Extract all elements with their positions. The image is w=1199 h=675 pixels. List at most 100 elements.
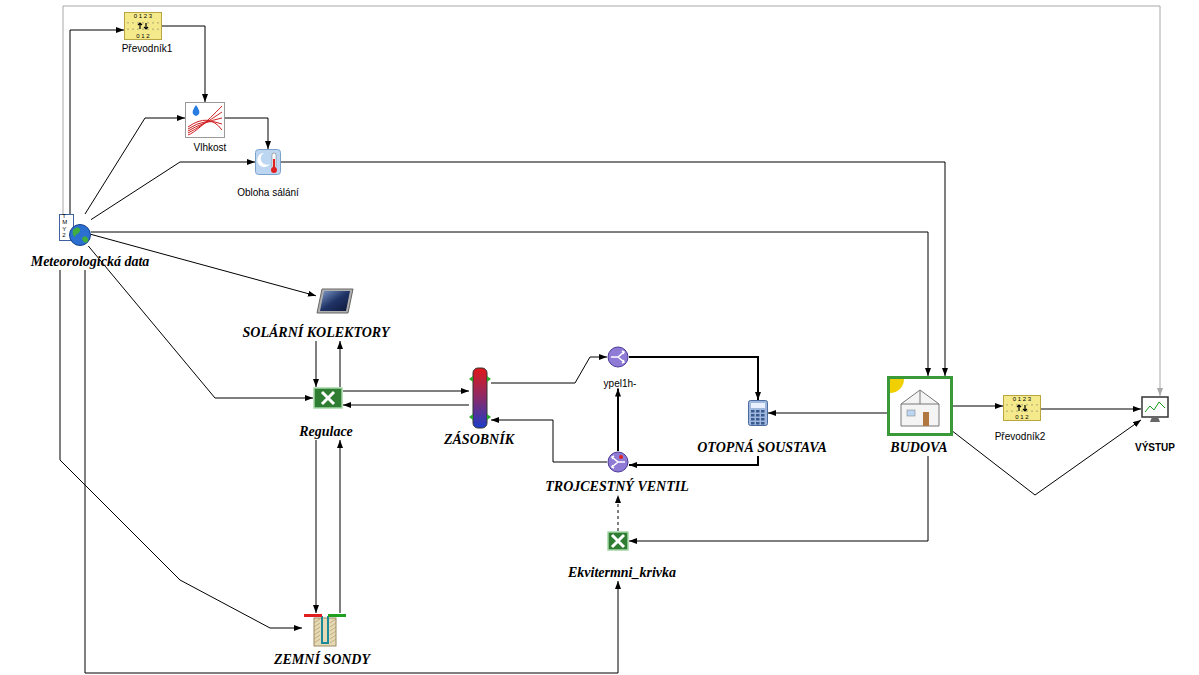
signal-connector: [953, 420, 1141, 495]
signal-connector: [70, 30, 124, 214]
soil-hatch: [330, 619, 336, 623]
ruler-tick: [1037, 404, 1038, 406]
component-label: VÝSTUP: [1135, 442, 1175, 453]
scale-digits: 0 1 2: [1015, 414, 1028, 420]
scale-digits: 0 1 2 3: [134, 13, 152, 19]
monitor-component: VÝSTUP: [1141, 396, 1169, 424]
psychro-curve: [188, 118, 222, 131]
ruler-tick: [143, 29, 144, 31]
sky-component: Obloha sálání: [255, 149, 281, 175]
component-icon: [469, 367, 491, 429]
globe: [70, 225, 91, 246]
component-label: ZÁSOBNÍK: [444, 432, 514, 448]
screen: [1142, 397, 1168, 417]
ruler-tick: [1022, 411, 1023, 413]
component-icon: [185, 102, 225, 138]
signal-connector: [162, 26, 205, 102]
collector-frame: [317, 289, 353, 313]
calc-key: [756, 414, 760, 417]
signal-connector: [953, 406, 1003, 407]
signal-connector: [85, 270, 618, 673]
component-icon: [607, 531, 629, 551]
calc-screen: [751, 403, 765, 408]
arrow-down: [144, 23, 148, 29]
house-component: BUDOVA: [887, 376, 953, 436]
control-dot: [619, 455, 623, 459]
valve-component: TROJCESTNÝ VENTIL: [607, 451, 629, 473]
soil-hatch: [314, 635, 320, 639]
soil-hatch: [330, 627, 336, 631]
psychro-curve: [188, 106, 222, 135]
component-label: Převodník1: [122, 43, 173, 54]
calc-key: [751, 422, 755, 425]
converter-body: [1004, 396, 1041, 421]
excel-component: Regulace: [313, 387, 343, 409]
soil-hatch: [330, 631, 336, 635]
component-label: SOLÁRNÍ KOLEKTORY: [243, 325, 390, 341]
signal-connector: [343, 405, 469, 406]
ruler-tick: [1032, 411, 1033, 413]
signal-connector: [316, 341, 317, 387]
port: [469, 376, 491, 420]
signal-connector: [491, 357, 607, 383]
u-tube: [322, 616, 328, 643]
calc-key: [756, 422, 760, 425]
calc-key: [756, 418, 760, 421]
tank-component: ZÁSOBNÍK: [469, 367, 491, 429]
component-icon: [316, 288, 354, 314]
arrow-down: [1023, 405, 1027, 411]
controller-body: [314, 388, 342, 408]
globe-land: [73, 227, 89, 242]
component-icon: [255, 149, 281, 175]
thermometer-bulb: [271, 167, 277, 173]
ruler-tick: [1017, 404, 1018, 406]
water-drop: [193, 105, 200, 116]
signal-connector: [340, 341, 341, 387]
soil-hatch: [330, 635, 336, 639]
ruler-tick: [143, 22, 144, 24]
soil-hatch: [330, 639, 336, 643]
tee-body: [608, 347, 628, 367]
outlet: [328, 614, 346, 617]
ruler-tick: [153, 29, 154, 31]
component-icon: [313, 387, 343, 409]
tank-body: [473, 368, 487, 428]
component-icon: [748, 400, 768, 426]
ruler-tick: [138, 22, 139, 24]
controller-x: [322, 392, 334, 404]
signal-connector: [281, 162, 945, 376]
soil-hatch: [314, 639, 320, 643]
controller-x: [612, 535, 624, 547]
signal-connector: [343, 391, 469, 392]
signal-connector: [629, 456, 928, 541]
inlet: [304, 614, 322, 617]
component-label: Vlhkost: [194, 142, 227, 153]
soil-hatch: [330, 623, 336, 627]
flow-arrows: [612, 456, 625, 468]
psychro-curve: [188, 112, 222, 133]
signal-connector: [91, 162, 255, 220]
component-icon: [302, 613, 348, 647]
scale-digits: 0 1 2: [136, 33, 149, 39]
signal-connector: [316, 440, 317, 613]
psychro-curve: [188, 121, 222, 129]
component-label: OTOPNÁ SOUSTAVA: [697, 440, 827, 456]
probe-component: ZEMNÍ SONDY: [302, 613, 348, 647]
chart-frame: [186, 103, 225, 138]
component-label: TROJCESTNÝ VENTIL: [545, 479, 689, 495]
scale-digits: 0 1 2 3: [1013, 396, 1031, 402]
signal-connector: [617, 389, 619, 452]
ruler-tick: [1017, 411, 1018, 413]
excel-component: Ekvitermni_krivka: [607, 531, 629, 551]
ruler-tick: [1022, 404, 1023, 406]
signal-connector: [63, 6, 1160, 396]
calc-key: [751, 414, 755, 417]
component-label: Regulace: [299, 424, 353, 440]
component-icon: [1141, 396, 1169, 424]
soil-hatch: [314, 631, 320, 635]
ruler-tick: [133, 29, 134, 31]
component-label: Ekvitermni_krivka: [568, 565, 676, 581]
signal-connector: [340, 440, 341, 613]
house-frame: [889, 378, 952, 435]
